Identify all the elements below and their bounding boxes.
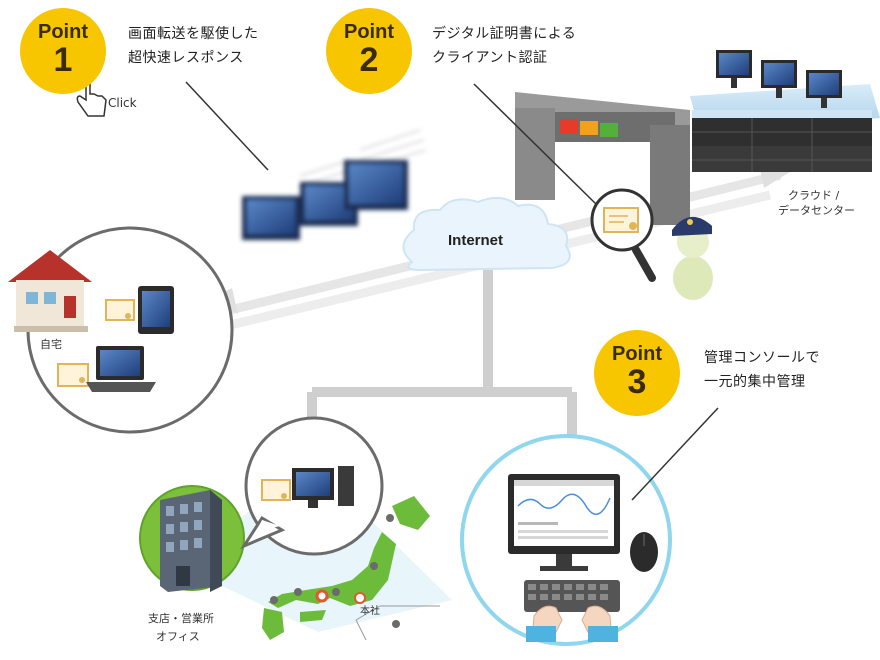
server-monitor-icon xyxy=(716,50,842,108)
tablet-icon xyxy=(138,286,174,334)
point-1-line-1: 画面転送を駆使した xyxy=(128,26,259,42)
internet-label: Internet xyxy=(448,232,504,249)
branch-pc-bubble xyxy=(240,416,384,556)
callout-lines xyxy=(185,81,719,501)
point-3-line-2: 一元的集中管理 xyxy=(704,374,806,390)
certificate-icon xyxy=(261,479,291,501)
point-3-number: 3 xyxy=(627,363,647,401)
home-label: 自宅 xyxy=(40,338,62,351)
datacenter-label-line-1: クラウド / xyxy=(788,189,840,202)
house-icon xyxy=(8,250,92,332)
point-3-word: Point xyxy=(612,343,662,365)
office-building-icon xyxy=(160,490,222,592)
datacenter-servers xyxy=(690,50,880,172)
point-1-badge: Point 1 xyxy=(20,8,106,94)
hq-label: 本社 xyxy=(360,606,380,617)
branch-label-line-1: 支店・営業所 xyxy=(148,612,214,625)
point-3-line-1: 管理コンソールで xyxy=(704,350,820,366)
point-1-word: Point xyxy=(38,21,88,43)
internet-cloud-icon xyxy=(402,196,571,272)
keyboard-icon xyxy=(524,580,620,612)
click-label: Click xyxy=(108,96,137,110)
point-2-line-2: クライアント認証 xyxy=(432,50,548,66)
point-1-number: 1 xyxy=(53,41,73,79)
guard-icon xyxy=(672,216,713,300)
branch-label-line-2: オフィス xyxy=(156,630,200,643)
datacenter-label-line-2: データセンター xyxy=(778,204,855,217)
branch-area xyxy=(139,416,452,641)
home-circle xyxy=(8,226,234,434)
desktop-pc-icon xyxy=(292,466,354,508)
hands-icon xyxy=(526,605,618,642)
laptop-icon xyxy=(86,346,156,392)
point-2-line-1: デジタル証明書による xyxy=(432,26,577,42)
point-1-description: 画面転送を駆使した 超快速レスポンス xyxy=(128,22,259,70)
point-2-description: デジタル証明書による クライアント認証 xyxy=(432,22,576,70)
certificate-icon xyxy=(57,363,89,387)
datacenter-label: クラウド / データセンター xyxy=(778,188,855,218)
point-2-word: Point xyxy=(344,21,394,43)
branch-label: 支店・営業所 オフィス xyxy=(148,610,214,646)
certificate-icon xyxy=(105,299,135,321)
point-3-badge: Point 3 xyxy=(594,330,680,416)
console-monitor-icon xyxy=(508,474,620,571)
point-3-description: 管理コンソールで 一元的集中管理 xyxy=(704,346,820,394)
auth-gate xyxy=(515,92,690,225)
certificate-magnifier-icon xyxy=(590,188,656,282)
mouse-icon xyxy=(630,532,658,572)
point-1-line-2: 超快速レスポンス xyxy=(128,50,244,66)
network-lines xyxy=(307,270,577,440)
point-2-badge: Point 2 xyxy=(326,8,412,94)
console-circle xyxy=(460,434,672,646)
map-pin-icon xyxy=(270,514,400,628)
japan-map-icon xyxy=(262,496,430,640)
screen-transfer-icon xyxy=(242,129,427,240)
point-2-number: 2 xyxy=(359,41,379,79)
